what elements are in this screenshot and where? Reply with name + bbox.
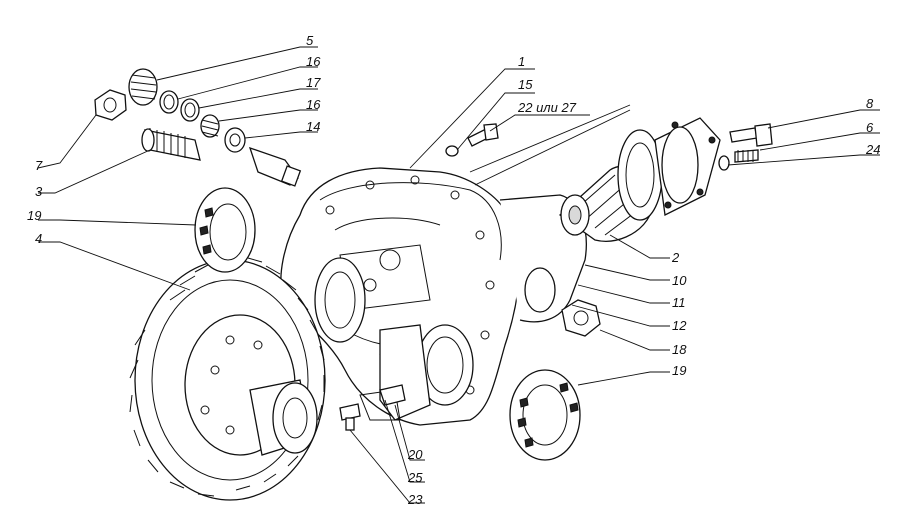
label-5: 5 bbox=[306, 33, 314, 48]
callout-labels: 5 16 17 16 14 7 3 19 4 1 15 22 или 27 8 … bbox=[27, 33, 880, 507]
label-15: 15 bbox=[518, 77, 533, 92]
ring-17 bbox=[180, 98, 200, 122]
nut-part-18 bbox=[561, 299, 601, 337]
washer-15 bbox=[445, 145, 459, 157]
threaded-sleeve-3 bbox=[141, 128, 201, 161]
label-19-right: 19 bbox=[672, 363, 686, 378]
label-14: 14 bbox=[306, 119, 320, 134]
flange-nut-bolt bbox=[734, 149, 759, 163]
label-23: 23 bbox=[407, 492, 423, 507]
adjusting-nut-5 bbox=[128, 68, 158, 106]
side-bearing-right bbox=[509, 369, 581, 461]
label-8: 8 bbox=[866, 96, 874, 111]
side-bearing-left bbox=[194, 187, 256, 273]
label-24: 24 bbox=[865, 142, 880, 157]
lock-nut-7 bbox=[94, 89, 127, 121]
label-16-upper: 16 bbox=[306, 54, 321, 69]
label-19-left: 19 bbox=[27, 208, 41, 223]
label-22-or-27: 22 или 27 bbox=[517, 100, 577, 115]
label-18: 18 bbox=[672, 342, 687, 357]
label-2: 2 bbox=[671, 250, 680, 265]
spring-16-lower bbox=[200, 114, 220, 138]
label-10: 10 bbox=[672, 273, 687, 288]
ring-gear-differential bbox=[129, 255, 326, 501]
label-7: 7 bbox=[35, 158, 43, 173]
label-3: 3 bbox=[35, 184, 43, 199]
drive-pinion-assembly bbox=[558, 117, 721, 242]
label-4: 4 bbox=[35, 231, 42, 246]
label-12: 12 bbox=[672, 318, 687, 333]
ring-16-upper bbox=[159, 90, 179, 114]
label-20: 20 bbox=[407, 447, 423, 462]
flange-bolt bbox=[729, 123, 773, 147]
label-25: 25 bbox=[407, 470, 423, 485]
washer-16 bbox=[224, 127, 246, 153]
pin-14 bbox=[248, 146, 302, 187]
label-6: 6 bbox=[866, 120, 874, 135]
bolt-23 bbox=[339, 403, 361, 431]
label-16-lower: 16 bbox=[306, 97, 321, 112]
lock-plate-20 bbox=[379, 384, 406, 406]
label-17: 17 bbox=[306, 75, 321, 90]
label-11: 11 bbox=[672, 295, 686, 310]
label-1: 1 bbox=[518, 54, 525, 69]
spring-washer bbox=[718, 155, 730, 171]
bolt-22 bbox=[467, 123, 499, 147]
leader-lines bbox=[37, 46, 880, 504]
